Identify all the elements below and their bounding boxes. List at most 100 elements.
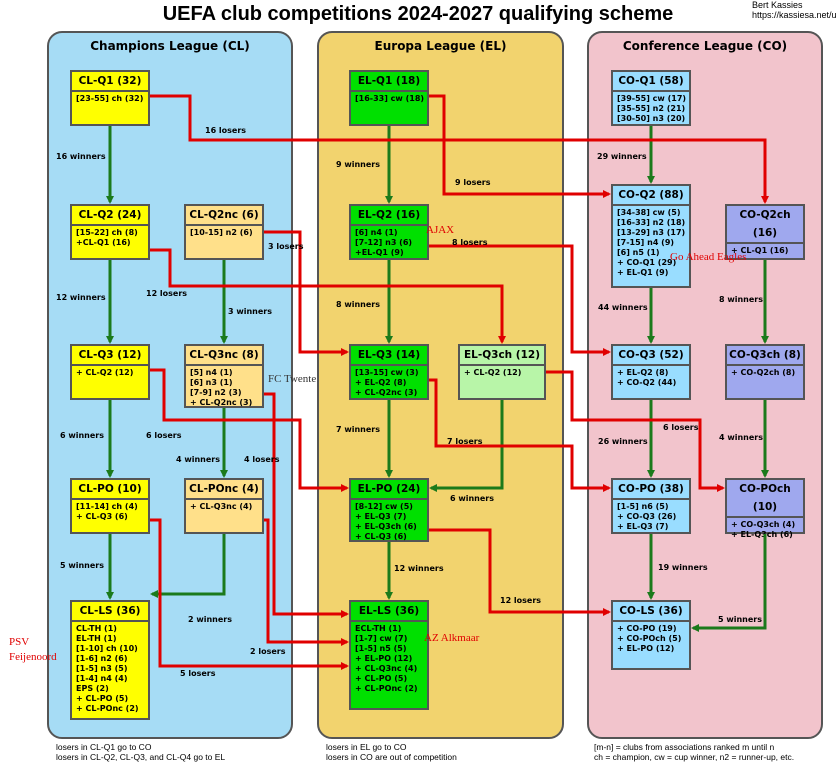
box-cl-q1: CL-Q1 (32)[23-55] ch (32) [70,70,150,126]
box-line: [39-55] cw (17) [617,94,687,103]
box-line: + EL-Q3ch (6) [731,530,793,539]
box-line: + EL-PO (12) [355,654,413,663]
box-el-q3: EL-Q3 (14)[13-15] cw (3)+ EL-Q2 (8)+ CL-… [349,344,429,400]
box-line: EL-TH (1) [76,634,117,643]
arrow-label-cl-q2-winners: 12 winners [56,293,106,302]
arrow-label-el-q3-losers: 7 losers [447,437,483,446]
box-el-q3ch: EL-Q3ch (12) + CL-Q2 (12) [458,344,546,400]
box-title: CO-LS (36) [613,602,689,622]
box-title: EL-PO (24) [351,480,427,500]
box-co-po: CO-PO (38)[1-5] n6 (5)+ CO-Q3 (26)+ EL-Q… [611,478,691,534]
box-body: [6] n4 (1)[7-12] n3 (6)+EL-Q1 (9) [351,226,427,258]
box-co-q2: CO-Q2 (88)[34-38] cw (5)[16-33] n2 (18)[… [611,184,691,288]
arrow-label-cl-q3-losers: 6 losers [146,431,182,440]
box-line: [11-14] ch (4) [76,502,138,511]
box-line: [1-6] n2 (6) [76,654,128,663]
arrow-label-co-q3ch-winners: 4 winners [719,433,764,442]
box-body: [15-22] ch (8)+CL-Q1 (16) [72,226,148,248]
box-line: +CL-Q1 (16) [76,238,131,247]
box-title: CL-PO (10) [72,480,148,500]
footnote-cl-2: losers in CL-Q2, CL-Q3, and CL-Q4 go to … [56,752,226,762]
box-body: [5] n4 (1)[6] n3 (1)[7-9] n2 (3)+ CL-Q2n… [186,366,262,408]
arrow-label-co-po-winners: 19 winners [658,563,708,572]
box-body: [16-33] cw (18) [351,92,427,104]
box-co-q2ch: CO-Q2ch (16)+ CL-Q1 (16) [725,204,805,260]
box-line: [1-5] n3 (5) [76,664,128,673]
box-line: + CL-PO (5) [355,674,408,683]
arrow-label-cl-q2nc-losers: 3 losers [268,242,304,251]
box-title: EL-Q1 (18) [351,72,427,92]
diagram-title: UEFA club competitions 2024-2027 qualify… [162,3,674,25]
box-body: [34-38] cw (5)[16-33] n2 (18)[13-29] n3 … [613,206,689,278]
box-line: + CO-PO (19) [617,624,677,633]
box-title: CO-POch (10) [727,480,803,518]
box-title: EL-Q3 (14) [351,346,427,366]
box-line: [30-50] n3 (20) [617,114,686,123]
box-co-q1: CO-Q1 (58)[39-55] cw (17)[35-55] n2 (21)… [611,70,691,126]
box-body: + CL-Q2 (12) [460,366,544,378]
box-co-q3: CO-Q3 (52)+ EL-Q2 (8)+ CO-Q2 (44) [611,344,691,400]
footnote-co-2: ch = champion, cw = cup winner, n2 = run… [594,752,795,762]
arrow-label-el-q2-losers: 8 losers [452,238,488,247]
box-line: + CO-Q2ch (8) [731,368,796,377]
box-line: [7-15] n4 (9) [617,238,675,247]
box-title: EL-Q3ch (12) [460,346,544,366]
arrow-label-cl-ponc-losers: 2 losers [250,647,286,656]
box-cl-q3: CL-Q3 (12)+ CL-Q2 (12) [70,344,150,400]
box-line: [5] n4 (1) [190,368,233,377]
arrow-label-el-po-winners: 12 winners [394,564,444,573]
arrow-label-el-q3-winners: 7 winners [336,425,381,434]
box-cl-ponc: CL-POnc (4)+ CL-Q3nc (4) [184,478,264,534]
box-title: CO-Q3ch (8) [727,346,803,366]
box-line: + CL-Q2nc (3) [190,398,253,407]
box-body: [39-55] cw (17)[35-55] n2 (21)[30-50] n3… [613,92,689,124]
cl-panel-title: Champions League (CL) [90,39,250,53]
annotation-az-alkmaar: AZ Alkmaar [424,632,480,644]
box-line: [6] n4 (1) [355,228,398,237]
box-body: + CL-Q3nc (4) [186,500,262,512]
box-line: ECL-TH (1) [355,624,402,633]
box-el-ls: EL-LS (36)ECL-TH (1)[1-7] cw (7)[1-5] n5… [349,600,429,710]
arrow-label-cl-ponc-winners: 2 winners [188,615,233,624]
box-body: + CL-Q1 (16) [727,244,803,256]
arrow-label-co-q2-winners: 44 winners [598,303,648,312]
credit-url[interactable]: https://kassiesa.net/uefa/ [752,10,836,20]
box-body: + EL-Q2 (8)+ CO-Q2 (44) [613,366,689,388]
box-body: CL-TH (1)EL-TH (1)[1-10] ch (10)[1-6] n2… [72,622,148,714]
box-line: [23-55] ch (32) [76,94,144,103]
box-title: EL-LS (36) [351,602,427,622]
box-line: + CO-Q3 (26) [617,512,677,521]
box-cl-q2: CL-Q2 (24)[15-22] ch (8)+CL-Q1 (16) [70,204,150,260]
box-body: [1-5] n6 (5)+ CO-Q3 (26)+ EL-Q3 (7) [613,500,689,532]
box-line: + CL-PO (5) [76,694,129,703]
box-body: + CL-Q2 (12) [72,366,148,378]
arrow-label-el-po-losers: 12 losers [500,596,542,605]
box-line: + CO-Q3ch (4) [731,520,796,529]
box-body: [23-55] ch (32) [72,92,148,104]
arrow-label-cl-po-winners: 5 winners [60,561,105,570]
box-cl-po: CL-PO (10) [11-14] ch (4)+ CL-Q3 (6) [70,478,150,534]
box-line: + CL-Q2 (12) [464,368,522,377]
box-line: [6] n5 (1) [617,248,660,257]
box-line: [13-15] cw (3) [355,368,419,377]
box-line: [10-15] n2 (6) [190,228,253,237]
box-line: + CL-Q3 (6) [76,512,128,521]
annotation-feyenoord: Feijenoord [9,651,57,663]
box-body: [10-15] n2 (6) [186,226,262,238]
box-title: CL-Q2nc (6) [186,206,262,226]
arrow-label-co-q1-winners: 29 winners [597,152,647,161]
box-title: CO-PO (38) [613,480,689,500]
box-line: [7-12] n3 (6) [355,238,413,247]
box-line: + CO-Q2 (44) [617,378,677,387]
footnote-co-1: [m-n] = clubs from associations ranked m… [594,742,775,752]
box-title: CL-POnc (4) [186,480,262,500]
box-cl-q3nc: CL-Q3nc (8)[5] n4 (1)[6] n3 (1)[7-9] n2 … [184,344,264,408]
annotation-fc-twente: FC Twente [268,373,317,385]
arrow-label-el-q3ch-winners: 6 winners [450,494,495,503]
box-body: ECL-TH (1)[1-7] cw (7)[1-5] n5 (5)+ EL-P… [351,622,427,694]
arrow-label-cl-q2-losers: 12 losers [146,289,188,298]
annotation-psv: PSV [9,636,30,648]
arrow-label-cl-q3-winners: 6 winners [60,431,105,440]
box-line: +EL-Q1 (9) [355,248,404,257]
